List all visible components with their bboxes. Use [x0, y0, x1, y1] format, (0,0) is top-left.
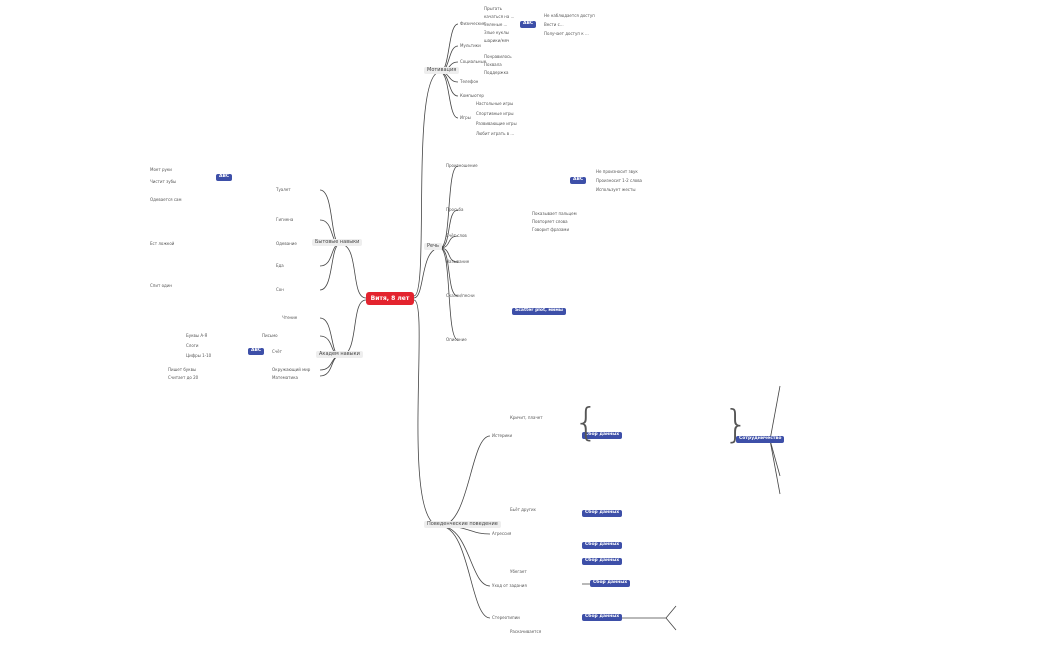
acad-note: Буквы А-Я: [186, 333, 208, 338]
mot-item: Физические: [460, 21, 486, 26]
data-collection-badge[interactable]: Сбор данных: [590, 580, 631, 587]
life-item: Сон: [276, 287, 284, 292]
speech-item: Описание: [446, 337, 467, 342]
branch-speech[interactable]: Речь: [424, 243, 442, 250]
beh-note: Раскачивается: [510, 629, 542, 634]
mot-item: Игры: [460, 115, 471, 120]
beh-note: Убегает: [510, 569, 527, 574]
speech-note: Говорит фразами: [532, 227, 570, 232]
speech-note: Показывает пальцем: [532, 211, 577, 216]
mot-physical: Злые куклы: [484, 30, 509, 35]
brace: }: [724, 402, 749, 446]
data-collection-badge[interactable]: Сбор данных: [582, 542, 623, 549]
acad-note: Цифры 1-10: [186, 353, 212, 358]
acad-item: Счёт: [272, 349, 282, 354]
life-note: Моет руки: [150, 167, 172, 172]
speech-note: Не произносит звук: [596, 169, 638, 174]
mot-note: Получает доступ к ...: [544, 31, 589, 36]
brace: {: [574, 400, 599, 444]
root-node[interactable]: Витя, 8 лет: [366, 292, 414, 305]
speech-item: Сказки/песни: [446, 293, 475, 298]
acad-item: Окружающий мир: [272, 367, 311, 372]
cooperation-badge[interactable]: Сотрудничество: [736, 436, 785, 443]
acad-item: Чтение: [282, 315, 298, 320]
mot-game: Спортивные игры: [476, 111, 514, 116]
mot-item: Телефон: [460, 79, 479, 84]
mot-item: Социальные: [460, 59, 487, 64]
mot-social: Похвала: [484, 62, 502, 67]
mot-physical: шарики/мяч: [484, 38, 510, 43]
abc-badge[interactable]: АВС: [570, 177, 587, 184]
branch-motivation[interactable]: Мотивация: [424, 67, 460, 74]
speech-note: Произносит 1-2 слова: [596, 178, 642, 183]
life-item: Туалет: [276, 187, 291, 192]
branch-academic[interactable]: Академ навыки: [316, 351, 363, 358]
life-item: Еда: [276, 263, 284, 268]
mot-physical: Прыгать: [484, 6, 502, 11]
acad-item: Письмо: [262, 333, 278, 338]
beh-item: Агрессия: [492, 531, 512, 536]
acad-item: Математика: [272, 375, 298, 380]
speech-item: Просьба: [446, 207, 464, 212]
beh-item: Стереотипии: [492, 615, 520, 620]
life-note: Ест ложкой: [150, 241, 175, 246]
data-collection-badge[interactable]: Сбор данных: [582, 614, 623, 621]
mot-social: Понравилось: [484, 54, 512, 59]
beh-note: Кричит, плачет: [510, 415, 543, 420]
mot-physical: качаться на ...: [484, 14, 515, 19]
life-item: Одевание: [276, 241, 297, 246]
mot-item: Мультики: [460, 43, 481, 48]
beh-note: Бьёт других: [510, 507, 536, 512]
beh-item: Истерики: [492, 433, 513, 438]
branch-life-skills[interactable]: Бытовые навыки: [312, 239, 363, 246]
acad-note: Пишет буквы: [168, 367, 197, 372]
abc-badge[interactable]: АВС: [216, 174, 233, 181]
life-item: Гигиена: [276, 217, 294, 222]
branch-behavior[interactable]: Поведенческие поведение: [424, 521, 501, 528]
speech-note: Использует жесты: [596, 187, 636, 192]
speech-item: Произношение: [446, 163, 478, 168]
mot-note: Не наблюдается доступ: [544, 13, 595, 18]
life-note: Спит один: [150, 283, 173, 288]
speech-item: Счёт слов: [446, 233, 467, 238]
mot-physical: Зеленые ...: [484, 22, 508, 27]
abc-badge[interactable]: АВС: [520, 21, 537, 28]
mot-game: Любит играть в ...: [476, 131, 515, 136]
mot-item: Компьютер: [460, 93, 484, 98]
mot-game: Настольные игры: [476, 101, 514, 106]
mot-social: Поддержка: [484, 70, 509, 75]
acad-note: Слоги: [186, 343, 199, 348]
life-note: Одевается сам: [150, 197, 182, 202]
data-collection-badge[interactable]: Сбор данных: [582, 510, 623, 517]
speech-item: Называние: [446, 259, 470, 264]
beh-item: Уход от задания: [492, 583, 527, 588]
data-collection-badge[interactable]: Сбор данных: [582, 432, 623, 439]
mot-note: Вести с...: [544, 22, 564, 27]
scatter-badge[interactable]: Scatter plot, мимы: [512, 308, 566, 315]
data-collection-badge[interactable]: Сбор данных: [582, 558, 623, 565]
life-note: Чистит зубы: [150, 179, 177, 184]
abc-badge[interactable]: АВС: [248, 348, 265, 355]
mot-game: Развивающие игры: [476, 121, 517, 126]
speech-note: Повторяет слова: [532, 219, 568, 224]
acad-note: Считает до 20: [168, 375, 199, 380]
